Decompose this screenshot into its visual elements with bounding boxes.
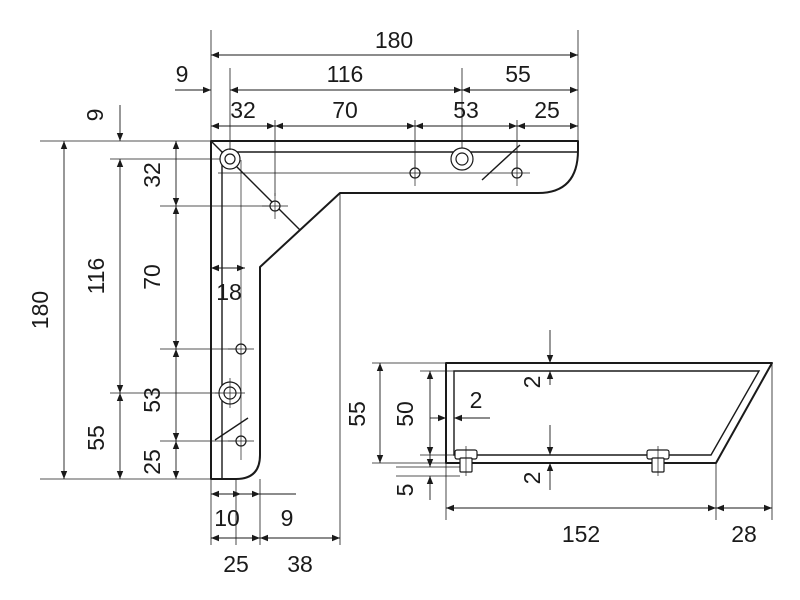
dim-label-second-hole-top: 70 [332, 97, 358, 123]
side-view-inner-outline [453, 370, 761, 456]
side-dim-label-taper-length: 28 [731, 521, 757, 547]
dim-label-edge-offset-top: 9 [176, 61, 189, 87]
dim-label-first-hole-left: 32 [139, 162, 165, 188]
dim-label-overall-height: 180 [27, 291, 53, 329]
mounting-screw-left [454, 446, 478, 476]
extension-lines [40, 30, 579, 545]
bracket-chamfer-top [481, 144, 521, 181]
bracket-dimension-lines [60, 51, 578, 542]
hole-countersunk-top-left [219, 148, 241, 170]
side-view-dimension-lines [376, 330, 772, 512]
dim-label-second-hole-left: 70 [139, 264, 165, 290]
dim-label-tip-to-hole-left: 55 [83, 425, 109, 451]
bracket-chamfer-left [214, 417, 249, 441]
mounting-screw-right [646, 446, 670, 476]
dim-label-web-offset-bottom: 9 [281, 505, 294, 531]
side-dim-label-wall-thickness: 2 [470, 387, 483, 413]
dim-label-hole-span-left: 116 [83, 258, 109, 295]
side-dim-label-base-length: 152 [562, 521, 600, 547]
hole-centerlines [215, 160, 530, 460]
dim-label-hole-offset-bottom: 10 [214, 505, 240, 531]
bracket-view: 180 9 116 55 32 70 53 25 9 180 116 55 32… [27, 27, 579, 577]
hole-countersunk-top [450, 147, 474, 171]
side-dim-label-foot-height: 5 [392, 484, 418, 497]
dim-label-third-hole-top: 53 [453, 97, 479, 123]
dim-label-hole-span-top: 116 [327, 61, 364, 87]
dim-label-arm-thickness: 18 [216, 279, 242, 305]
side-view-extension-lines [372, 362, 773, 520]
dim-label-arm-width-bottom: 25 [223, 551, 249, 577]
dim-label-overall-width: 180 [375, 27, 413, 53]
side-dim-label-bottom-gap: 2 [519, 472, 545, 485]
dim-label-web-width-bottom: 38 [287, 551, 313, 577]
dim-label-first-hole-top: 32 [230, 97, 256, 123]
side-view-outer-outline [445, 362, 773, 464]
dim-label-tip-to-hole-top: 55 [505, 61, 531, 87]
side-dim-label-inner-height: 50 [392, 401, 418, 427]
side-dim-label-top-gap: 2 [519, 376, 545, 389]
dim-label-last-hole-left: 25 [139, 449, 165, 475]
dim-label-third-hole-left: 53 [139, 387, 165, 413]
dim-label-edge-offset-left: 9 [82, 109, 108, 122]
side-dim-label-overall-height: 55 [344, 401, 370, 427]
dim-label-last-hole-top: 25 [534, 97, 560, 123]
side-view: 55 50 2 2 2 5 152 28 [344, 330, 773, 547]
